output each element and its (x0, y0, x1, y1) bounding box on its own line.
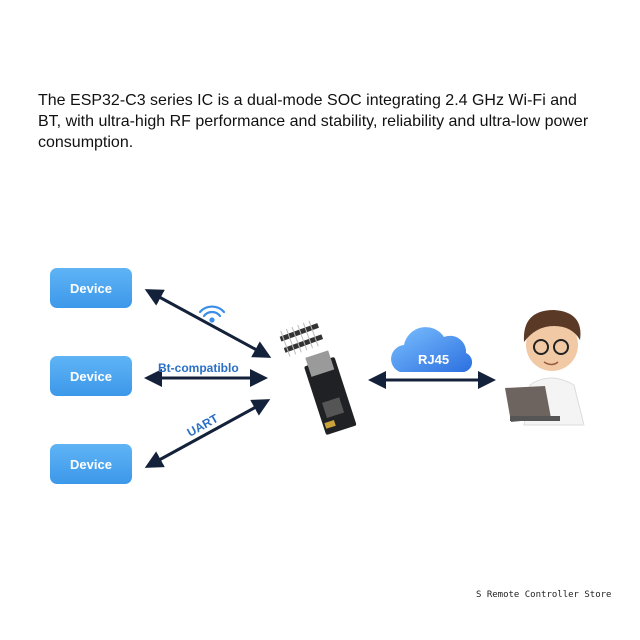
store-watermark: S Remote Controller Store (476, 590, 612, 600)
device-box-1: Device (50, 268, 132, 308)
rj45-label: RJ45 (418, 352, 449, 367)
description-text: The ESP32-C3 series IC is a dual-mode SO… (38, 92, 589, 151)
user-with-laptop-illustration (505, 310, 585, 426)
uart-link-arrow (144, 399, 271, 468)
esp32-board-image (279, 320, 357, 435)
bt-label: Bt-compatiblo (158, 361, 239, 375)
wifi-link-arrow (144, 289, 272, 358)
cloud-icon (391, 327, 473, 372)
device-box-3: Device (50, 444, 132, 484)
wifi-icon (198, 305, 226, 323)
device-box-2: Device (50, 356, 132, 396)
